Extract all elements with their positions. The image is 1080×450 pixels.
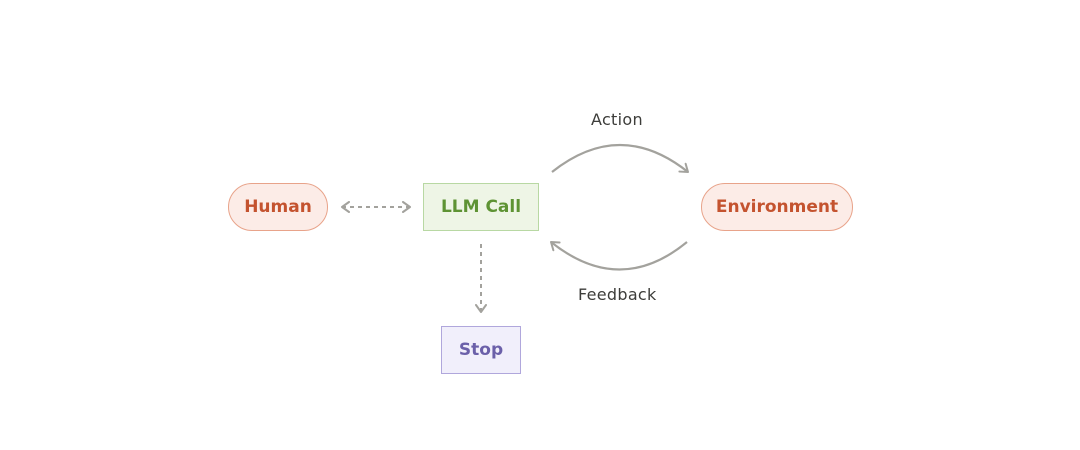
action-label: Action xyxy=(591,110,643,129)
environment-node-label: Environment xyxy=(715,197,839,217)
llm-call-node-label: LLM Call xyxy=(440,197,522,217)
stop-node-label: Stop xyxy=(458,340,504,360)
feedback-arc-arrow xyxy=(550,241,688,271)
action-arc-arrow xyxy=(551,144,689,173)
human-node: Human xyxy=(228,183,328,231)
llm-call-node: LLM Call xyxy=(423,183,539,231)
environment-node: Environment xyxy=(701,183,853,231)
feedback-label: Feedback xyxy=(578,285,657,304)
stop-node: Stop xyxy=(441,326,521,374)
human-node-label: Human xyxy=(244,197,312,217)
